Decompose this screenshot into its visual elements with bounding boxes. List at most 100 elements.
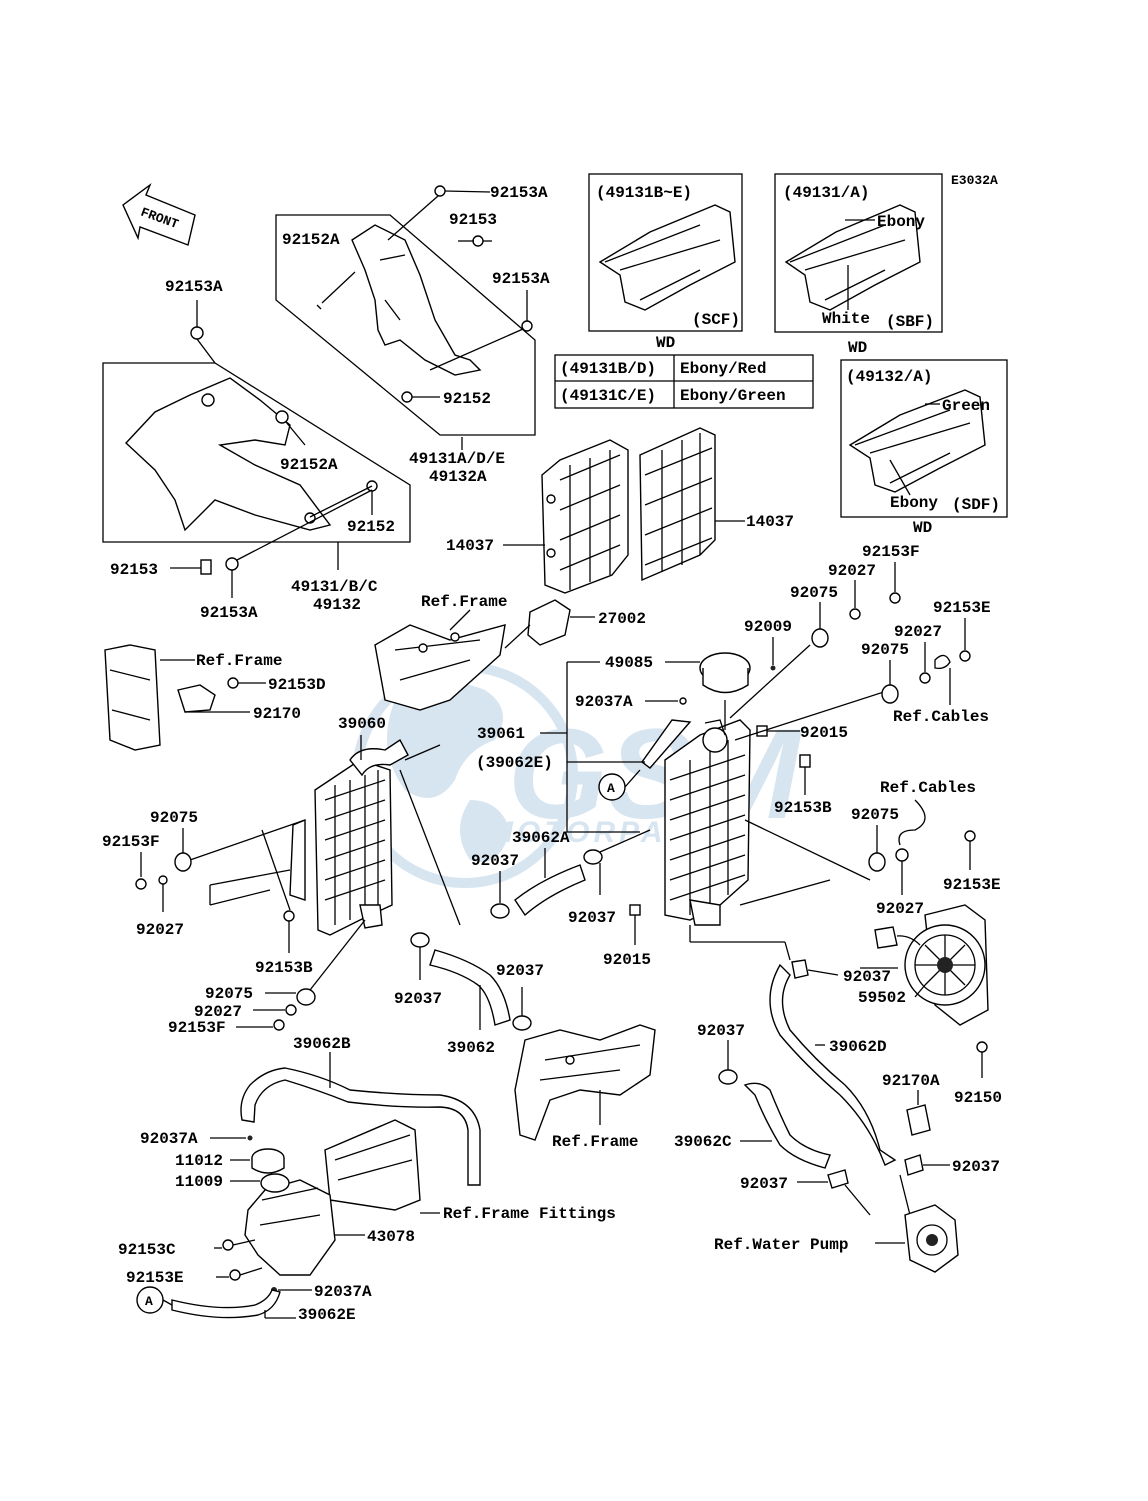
connector-27002-part bbox=[527, 599, 571, 646]
hose-39062d: 92037 39062D bbox=[769, 959, 897, 1166]
part-label-92152a: 92152A bbox=[282, 231, 340, 249]
part-label-92153f: 92153F bbox=[862, 543, 920, 561]
part-label-92153f: 92153F bbox=[102, 833, 160, 851]
side-shroud-part bbox=[125, 377, 332, 532]
part-label-92170: 92170 bbox=[253, 705, 301, 723]
ref-label-frame-fittings: Ref.Frame Fittings bbox=[443, 1205, 616, 1223]
part-label-92037: 92037 bbox=[697, 1022, 745, 1040]
variant-box-suffix: (SCF) bbox=[692, 311, 740, 329]
part-label-92153b: 92153B bbox=[255, 959, 313, 977]
front-arrow-icon: FRONT bbox=[122, 182, 196, 246]
part-label-11012: 11012 bbox=[175, 1152, 223, 1170]
part-label-92037a: 92037A bbox=[140, 1130, 198, 1148]
radiator-guard-right: 14037 bbox=[639, 427, 794, 582]
part-label-92009: 92009 bbox=[744, 618, 792, 636]
part-label-43078: 43078 bbox=[367, 1228, 415, 1246]
part-label-92153a: 92153A bbox=[490, 184, 548, 202]
part-label-92075: 92075 bbox=[150, 809, 198, 827]
part-label-39062a: 39062A bbox=[512, 829, 570, 847]
color-table: (49131B/D) Ebony/Red (49131C/E) Ebony/Gr… bbox=[554, 354, 814, 409]
part-label-92153: 92153 bbox=[449, 211, 497, 229]
part-label-39062e: (39062E) bbox=[476, 754, 553, 772]
part-label-92153a: 92153A bbox=[165, 278, 223, 296]
part-label-92153a: 92153A bbox=[492, 270, 550, 288]
upper-shroud-part bbox=[351, 224, 482, 376]
part-label-92153e: 92153E bbox=[943, 876, 1001, 894]
part-label-92153a: 92153A bbox=[200, 604, 258, 622]
variant-box-49132a: (49132/A) Green Ebony (SDF) WD bbox=[840, 359, 1008, 537]
callout-a: A bbox=[145, 1294, 153, 1309]
variant-box-color1: Ebony bbox=[877, 213, 925, 231]
part-label-92037: 92037 bbox=[952, 1158, 1000, 1176]
shroud-thumbnail-icon bbox=[784, 204, 921, 311]
ref-label-cables: Ref.Cables bbox=[880, 779, 976, 797]
right-fasteners: 92153F 92027 92075 92153E 92027 92075 Re… bbox=[790, 543, 1001, 918]
variant-box-header: (49131/A) bbox=[783, 184, 869, 202]
part-label-14037: 14037 bbox=[446, 537, 494, 555]
part-label-49131-b-c: 49131/B/C bbox=[291, 578, 378, 596]
variant-box-wd: WD bbox=[848, 339, 867, 357]
variant-box-header: (49132/A) bbox=[846, 368, 932, 386]
part-label-59502: 59502 bbox=[858, 989, 906, 1007]
upper-shroud-group: 92153A 92153 92153A 92152A 92152 49131A/… bbox=[275, 184, 550, 486]
part-label-92037: 92037 bbox=[568, 909, 616, 927]
part-label-49132a: 49132A bbox=[429, 468, 487, 486]
variant-box-header: (49131B~E) bbox=[596, 184, 692, 202]
part-label-39062d: 39062D bbox=[829, 1038, 887, 1056]
hose-39062e: A 39062E bbox=[136, 1286, 356, 1324]
part-label-92152a: 92152A bbox=[280, 456, 338, 474]
diagram-code: E3032A bbox=[951, 173, 998, 188]
variant-box-suffix: (SBF) bbox=[886, 313, 934, 331]
frame-bracket-left: Ref.Frame 92153D 92170 bbox=[104, 644, 326, 751]
part-label-92027: 92027 bbox=[194, 1003, 242, 1021]
color-table-color: Ebony/Red bbox=[680, 360, 766, 378]
shroud-thumbnail-icon bbox=[598, 204, 736, 311]
part-label-92153: 92153 bbox=[110, 561, 158, 579]
part-label-39062e: 39062E bbox=[298, 1306, 356, 1324]
part-label-39062: 39062 bbox=[447, 1039, 495, 1057]
reserve-tank: Ref.Frame Fittings 92037A 11012 11009 43… bbox=[118, 1119, 616, 1301]
part-label-92027: 92027 bbox=[136, 921, 184, 939]
fitting-92170a: 92170A bbox=[882, 1072, 940, 1136]
part-label-92150: 92150 bbox=[954, 1089, 1002, 1107]
variant-box-color1: Green bbox=[942, 397, 990, 415]
part-label-49085: 49085 bbox=[605, 654, 653, 672]
color-table-code: (49131C/E) bbox=[560, 387, 656, 405]
left-fasteners: 92075 92153F 92027 92153B 92075 92027 92… bbox=[102, 809, 366, 1037]
variant-box-color2: Ebony bbox=[890, 494, 938, 512]
radiator-left: 39060 bbox=[189, 715, 441, 936]
part-label-11009: 11009 bbox=[175, 1173, 223, 1191]
callout-a: A bbox=[607, 781, 615, 796]
part-label-92075: 92075 bbox=[861, 641, 909, 659]
part-label-92037: 92037 bbox=[394, 990, 442, 1008]
variant-box-wd: WD bbox=[656, 334, 675, 352]
color-table-code: (49131B/D) bbox=[560, 360, 656, 378]
part-label-92153d: 92153D bbox=[268, 676, 326, 694]
variant-box-suffix: (SDF) bbox=[952, 496, 1000, 514]
part-label-27002: 27002 bbox=[598, 610, 646, 628]
part-label-92037: 92037 bbox=[843, 968, 891, 986]
part-label-92027: 92027 bbox=[828, 562, 876, 580]
part-label-92153f: 92153F bbox=[168, 1019, 226, 1037]
radiator-guard-left: 14037 bbox=[446, 439, 629, 594]
frame-bracket-top: Ref.Frame 27002 bbox=[374, 593, 646, 711]
color-table-color: Ebony/Green bbox=[680, 387, 786, 405]
part-label-92170a: 92170A bbox=[882, 1072, 940, 1090]
ref-label-cables: Ref.Cables bbox=[893, 708, 989, 726]
watermark-continent-shape bbox=[387, 682, 510, 862]
part-label-92153e: 92153E bbox=[933, 599, 991, 617]
part-label-92015: 92015 bbox=[800, 724, 848, 742]
part-label-49132: 49132 bbox=[313, 596, 361, 614]
part-label-92037: 92037 bbox=[471, 852, 519, 870]
part-label-39061: 39061 bbox=[477, 725, 525, 743]
part-label-92075: 92075 bbox=[205, 985, 253, 1003]
part-label-92015: 92015 bbox=[603, 951, 651, 969]
radiator-right: 49085 92037A 39061 (39062E) A 92009 9201… bbox=[476, 618, 891, 961]
part-label-92153b: 92153B bbox=[774, 799, 832, 817]
hose-39062a: 39062A 92037 92037 92015 bbox=[471, 829, 651, 969]
part-label-49131a-d-e: 49131A/D/E bbox=[409, 450, 505, 468]
ref-label-frame: Ref.Frame bbox=[196, 652, 282, 670]
frame-bracket-lower: Ref.Frame bbox=[514, 1024, 656, 1151]
